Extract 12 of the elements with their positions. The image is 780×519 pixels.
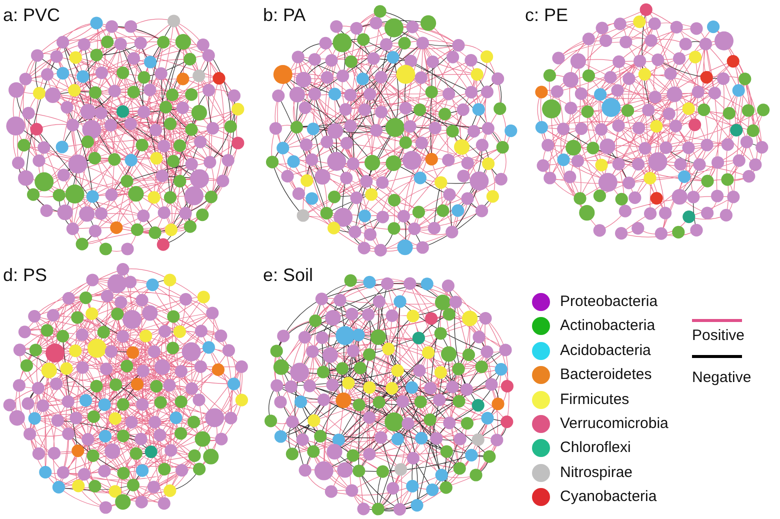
legend-label: Verrucomicrobia	[560, 415, 668, 433]
legend-label: Nitrospirae	[560, 464, 633, 482]
panel-label: d: PS	[3, 264, 48, 286]
legend-label: Acidobacteria	[560, 342, 651, 360]
legend-label: Proteobacteria	[560, 293, 658, 311]
legend-label: Positive	[692, 327, 745, 345]
legend-label: Actinobacteria	[560, 317, 656, 336]
legend-label: Negative	[692, 369, 752, 387]
legend-label: Firmicutes	[560, 390, 630, 409]
legend-label: Bacteroidetes	[560, 366, 652, 384]
legend-label: Cyanobacteria	[560, 488, 657, 506]
legend-label: Chloroflexi	[560, 439, 631, 458]
